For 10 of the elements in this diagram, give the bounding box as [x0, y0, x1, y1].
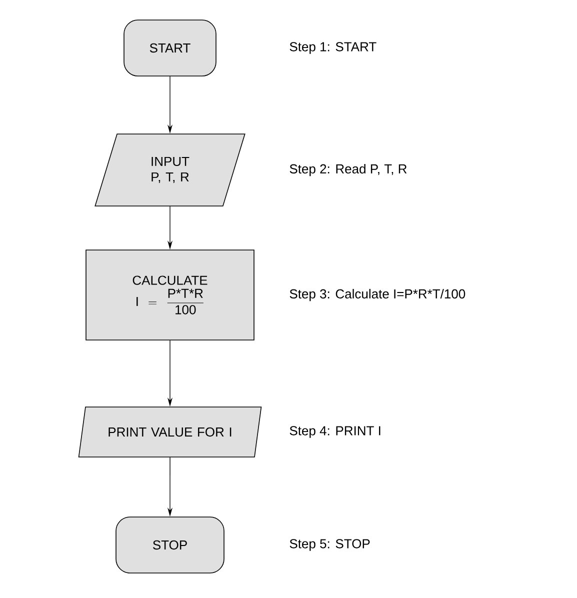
step-label: Step 2: Read P, T, R	[290, 164, 407, 176]
step-label: Step 5: STOP	[290, 539, 370, 551]
process-box: CALCULATE $\text{I} = \dfrac{\text{P*T*R}}{\text{100}}$	[86, 250, 254, 340]
input-output-box: PRINT VALUE FOR I	[78, 406, 262, 458]
input-output-box: INPUT P, T, R	[94, 134, 246, 206]
step-label: Step 1: START	[290, 42, 376, 54]
terminal-box: STOP	[116, 516, 224, 574]
step-label: Step 3: Calculate I=P*R*T/100	[290, 288, 466, 302]
terminal-box: START	[124, 20, 216, 76]
step-label: Step 4: PRINT I	[290, 426, 380, 438]
